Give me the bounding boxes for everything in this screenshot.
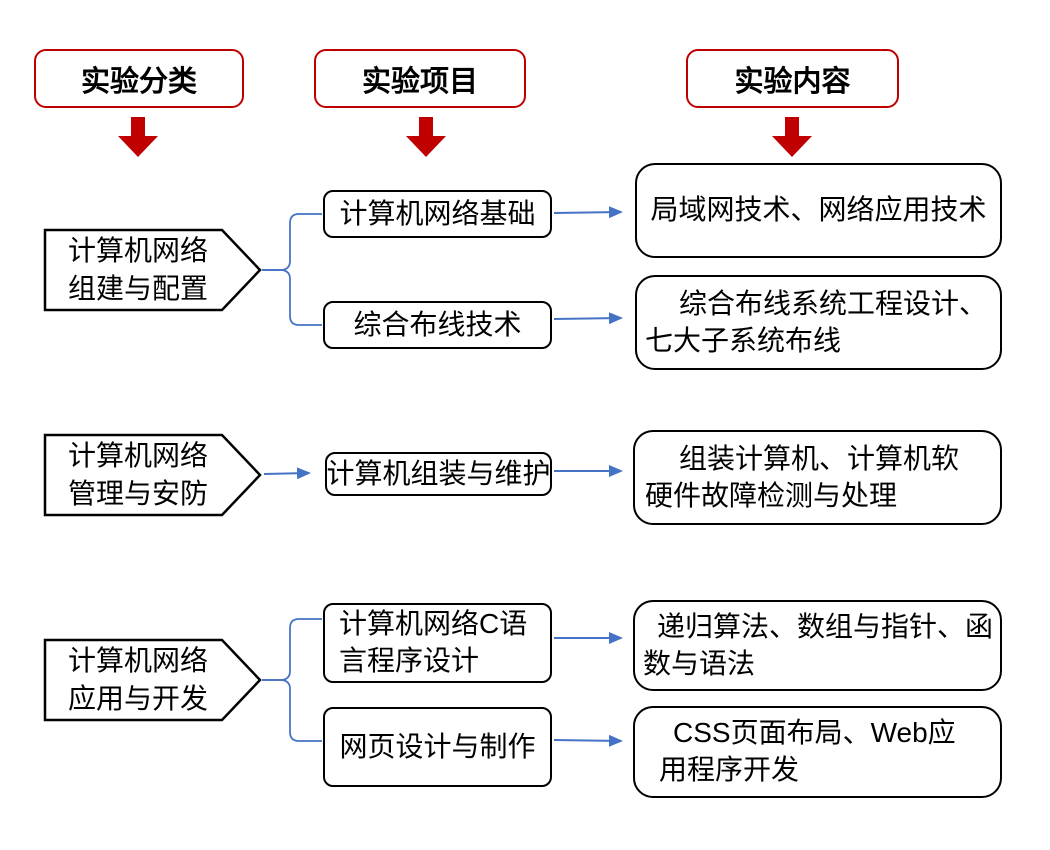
category-network-development: 计算机网络 应用与开发 <box>45 640 231 720</box>
content-algorithms: 递归算法、数组与指针、函 数与语法 <box>633 600 1002 691</box>
connector-line <box>262 269 322 326</box>
content-label: 递归算法、数组与指针、函 数与语法 <box>643 610 994 679</box>
connector-arrow <box>553 734 623 747</box>
category-network-setup: 计算机网络 组建与配置 <box>45 230 231 310</box>
category-pentagon <box>43 228 262 312</box>
project-network-basics: 计算机网络基础 <box>323 190 552 238</box>
project-c-programming: 计算机网络C语 言程序设计 <box>323 603 552 683</box>
content-label: 组装计算机、计算机软 硬件故障检测与处理 <box>645 442 960 511</box>
header-experiment-category: 实验分类 <box>34 49 244 108</box>
category-pentagon <box>43 638 262 722</box>
project-label: 计算机组装与维护 <box>326 457 551 489</box>
connector-line <box>262 213 322 271</box>
project-label: 综合布线技术 <box>353 308 522 340</box>
project-label: 计算机网络基础 <box>339 197 536 229</box>
category-network-management: 计算机网络 管理与安防 <box>45 435 231 515</box>
category-pentagon <box>43 433 262 517</box>
category-label: 计算机网络 组建与配置 <box>67 235 208 304</box>
project-label: 计算机网络C语 言程序设计 <box>339 608 528 676</box>
down-arrow-icon <box>406 117 446 157</box>
connector-arrow <box>263 467 311 480</box>
header-label: 实验项目 <box>361 65 478 98</box>
header-experiment-project: 实验项目 <box>314 49 526 108</box>
content-cabling-system: 综合布线系统工程设计、 七大子系统布线 <box>635 275 1002 370</box>
content-label: 综合布线系统工程设计、 七大子系统布线 <box>645 287 988 356</box>
down-arrow-icon <box>772 117 812 157</box>
project-cabling-technology: 综合布线技术 <box>323 301 552 349</box>
connector-line <box>262 618 322 681</box>
content-label: CSS页面布局、Web应 用程序开发 <box>659 717 956 785</box>
content-assembly-troubleshooting: 组装计算机、计算机软 硬件故障检测与处理 <box>633 430 1002 525</box>
header-label: 实验内容 <box>734 65 851 98</box>
content-css-web: CSS页面布局、Web应 用程序开发 <box>633 706 1002 798</box>
project-computer-assembly: 计算机组装与维护 <box>325 452 552 496</box>
connector-arrow <box>553 206 623 219</box>
content-label: 局域网技术、网络应用技术 <box>650 194 987 226</box>
category-label: 计算机网络 管理与安防 <box>67 440 208 509</box>
category-label: 计算机网络 应用与开发 <box>67 645 208 714</box>
header-experiment-content: 实验内容 <box>686 49 899 108</box>
down-arrow-icon <box>118 117 158 157</box>
header-label: 实验分类 <box>80 65 197 98</box>
project-label: 网页设计与制作 <box>339 730 536 762</box>
project-web-design: 网页设计与制作 <box>323 707 552 787</box>
connector-line <box>262 679 322 742</box>
content-lan-technology: 局域网技术、网络应用技术 <box>635 163 1002 258</box>
connector-arrow <box>553 312 623 325</box>
